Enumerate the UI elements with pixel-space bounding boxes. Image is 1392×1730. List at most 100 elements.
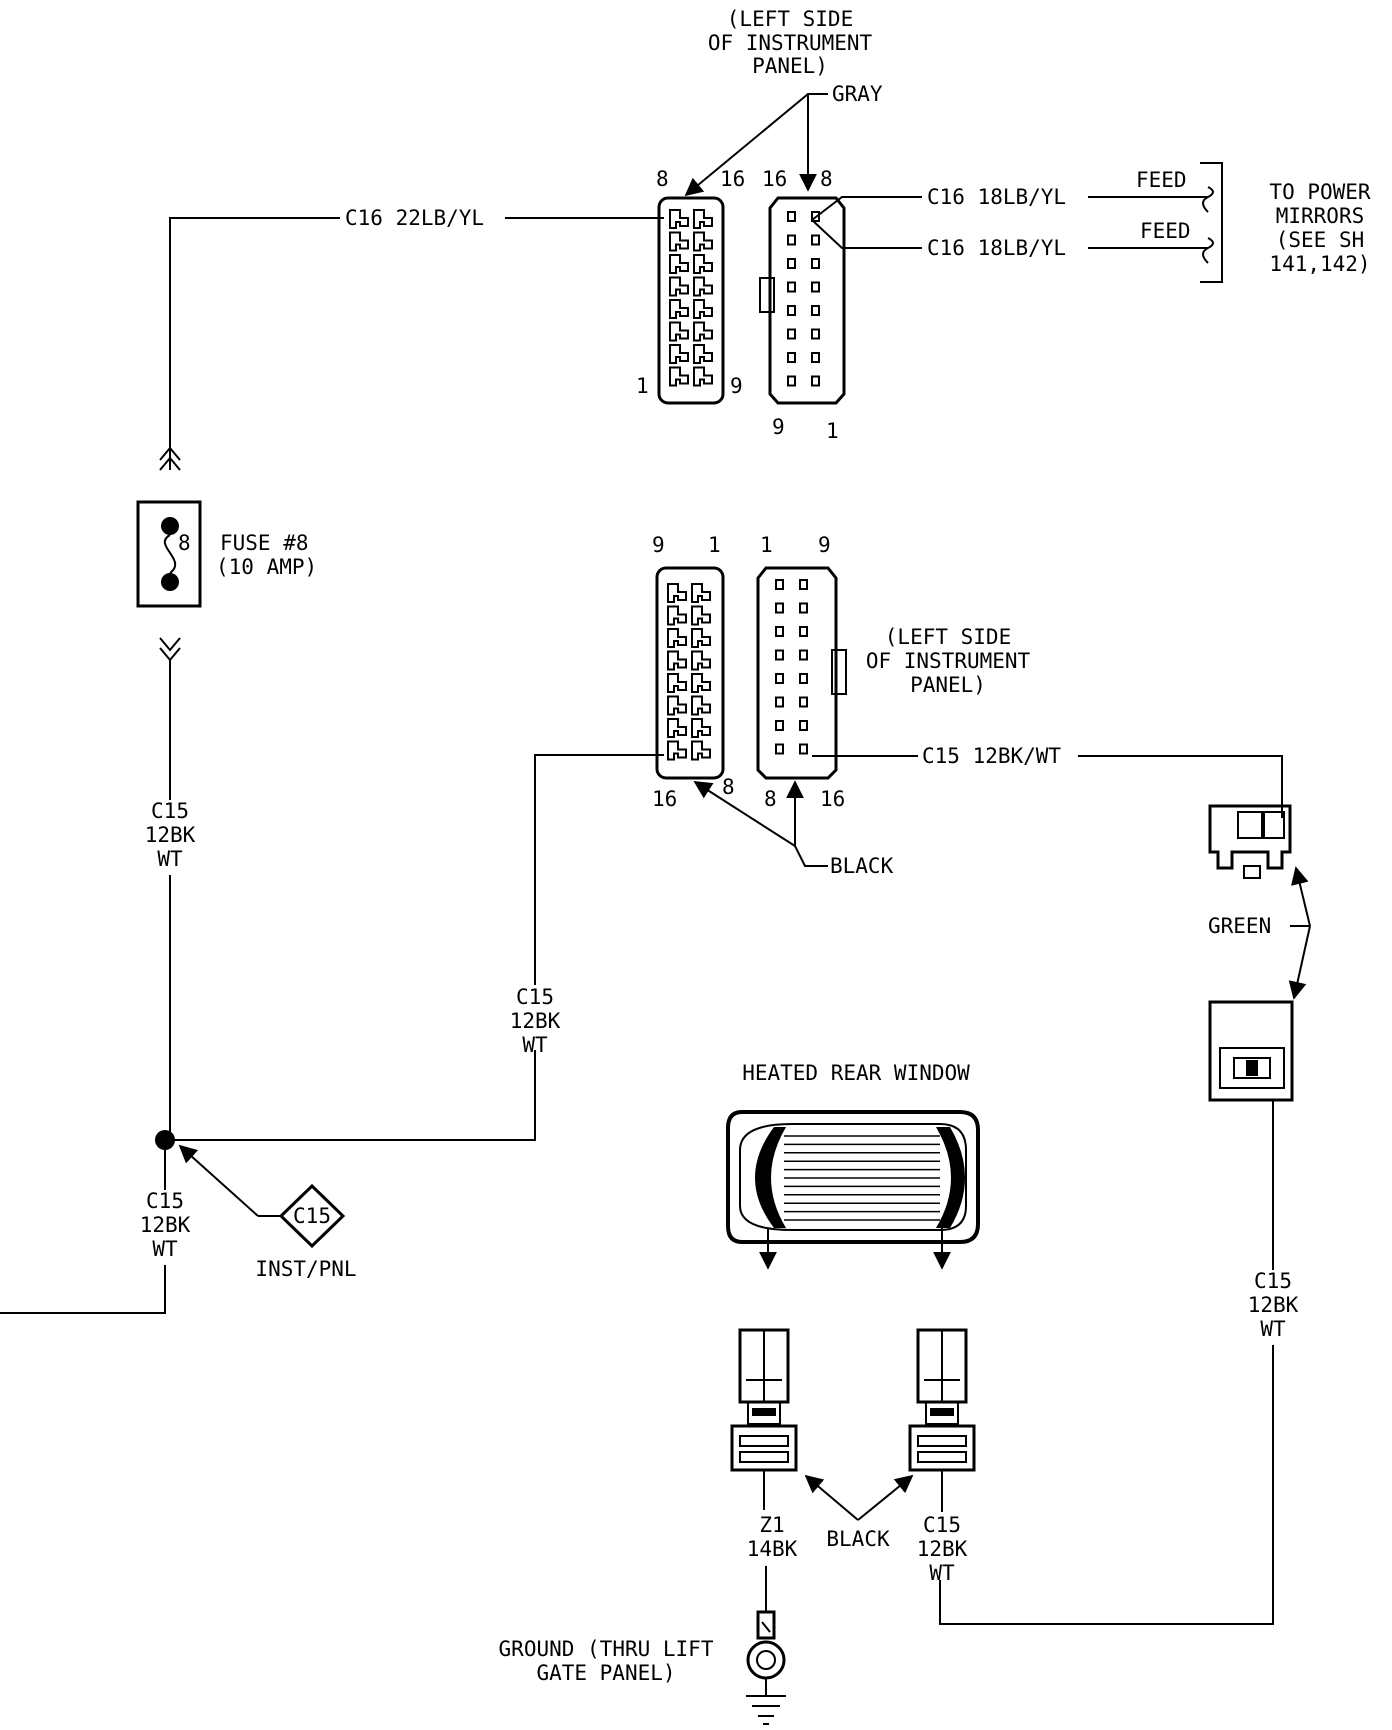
female-pin-cavity xyxy=(669,276,689,297)
gray-color-label: GRAY xyxy=(832,82,883,106)
female-pin-cavity xyxy=(691,695,711,716)
fuse-number: 8 xyxy=(178,531,191,555)
female-pin-cavity xyxy=(669,344,689,364)
female-pin-cavity xyxy=(669,254,689,274)
c15-mid-label-1: C15 xyxy=(516,985,554,1009)
male-pin xyxy=(799,673,808,684)
black-male-pin-bl: 8 xyxy=(764,787,777,811)
rear-right-plug-detail xyxy=(924,1330,960,1402)
male-pin xyxy=(787,328,796,340)
black-location-line-1: (LEFT SIDE xyxy=(885,625,1011,649)
female-pin-cavity xyxy=(691,673,711,693)
green-upper-terminal-left xyxy=(1237,811,1263,839)
rear-window-frame xyxy=(726,1110,980,1244)
black-male-latch xyxy=(831,649,847,695)
fuse-terminal-bottom xyxy=(161,573,179,591)
c15-bottom-label-3: WT xyxy=(929,1561,955,1585)
black-color-label: BLACK xyxy=(830,854,894,878)
splice-location: INST/PNL xyxy=(255,1257,356,1281)
power-mirrors-bracket xyxy=(1200,162,1223,283)
rear-left-plug-lower xyxy=(730,1424,798,1472)
female-pin-cavity xyxy=(667,673,687,693)
fuse-label-line-2: (10 AMP) xyxy=(216,555,317,579)
splice-c15: C15 INST/PNL xyxy=(178,1144,357,1281)
c16-out-2-label: C16 18LB/YL xyxy=(927,236,1066,260)
male-pin xyxy=(775,743,784,755)
black-leader-male xyxy=(786,780,828,867)
green-upper-tab xyxy=(1243,865,1261,879)
rear-window-connector-right xyxy=(908,1328,976,1472)
female-pin-cavity xyxy=(693,209,713,229)
black-male-pin-tl: 1 xyxy=(760,533,773,557)
female-pin-cavity xyxy=(693,321,713,342)
black-male-pin-tr: 9 xyxy=(818,533,831,557)
ground: GROUND (THRU LIFT GATE PANEL) xyxy=(499,1610,786,1725)
ground-eyelet-ring xyxy=(746,1640,786,1680)
female-pin-cavity xyxy=(667,583,687,603)
black-female-pin-br: 8 xyxy=(722,775,735,799)
ground-label-line-2: GATE PANEL) xyxy=(536,1661,675,1685)
male-pin xyxy=(787,281,796,293)
black-connector: 9 1 16 8 1 9 8 16 (LEFT SIDE OF INSTRUME… xyxy=(652,533,1031,878)
green-lower-pin xyxy=(1246,1060,1258,1076)
female-pin-cavity xyxy=(667,740,687,761)
male-pin xyxy=(775,720,784,731)
male-pin xyxy=(787,305,796,316)
female-pin-cavity xyxy=(691,583,711,603)
female-pin-cavity xyxy=(669,366,689,387)
green-connector: GREEN xyxy=(1208,804,1311,1102)
black-male-pin-br: 16 xyxy=(820,787,845,811)
c15-black-out-wire-right xyxy=(1078,755,1283,818)
green-lower-housing xyxy=(1208,1000,1294,1102)
gray-female-pin-tl: 8 xyxy=(656,167,669,191)
male-pin xyxy=(811,352,820,363)
c15-mid-wire-upper xyxy=(534,754,664,985)
rear-black-label: BLACK xyxy=(826,1527,890,1551)
gray-location-line-3: PANEL) xyxy=(752,54,828,78)
gray-connector: (LEFT SIDE OF INSTRUMENT PANEL) GRAY 8 1… xyxy=(636,7,883,443)
male-pin xyxy=(787,352,796,363)
gray-female-pin-grid xyxy=(669,209,713,387)
gray-location-line-2: OF INSTRUMENT xyxy=(708,31,873,55)
c15-fuse-label-1: C15 xyxy=(151,799,189,823)
male-pin xyxy=(787,375,796,387)
rear-right-plug-slots xyxy=(917,1435,967,1463)
female-pin-cavity xyxy=(691,605,711,626)
female-pin-cavity xyxy=(693,231,713,252)
rear-right-plug-lock xyxy=(930,1408,954,1416)
male-pin xyxy=(799,696,808,708)
c15-left-low-wire-lower xyxy=(0,1265,166,1314)
c15-fuse-label-2: 12BK xyxy=(145,823,196,847)
rear-left-plug-slots xyxy=(739,1435,789,1463)
ground-eyelet-neck xyxy=(756,1610,776,1640)
c15-right-label-2: 12BK xyxy=(1248,1293,1299,1317)
gray-male-pin-bl: 9 xyxy=(772,415,785,439)
male-pin xyxy=(799,720,808,731)
female-pin-cavity xyxy=(691,740,711,761)
gray-female-pin-bl: 1 xyxy=(636,374,649,398)
feed-2-break xyxy=(1202,237,1214,264)
male-pin xyxy=(799,649,808,661)
green-leader-down xyxy=(1288,925,1311,1000)
feed-2-label: FEED xyxy=(1140,219,1191,243)
male-pin xyxy=(787,258,796,269)
fuse-8: 8 FUSE #8 (10 AMP) xyxy=(136,446,317,662)
male-pin xyxy=(775,579,784,590)
z1-label-2: 14BK xyxy=(747,1537,798,1561)
feed-1-label: FEED xyxy=(1136,168,1187,192)
ground-eyelet-hole xyxy=(756,1650,776,1670)
c15-right-label-3: WT xyxy=(1260,1317,1286,1341)
heated-rear-window-title: HEATED REAR WINDOW xyxy=(742,1061,970,1085)
black-female-pin-grid xyxy=(667,583,711,761)
female-pin-cavity xyxy=(669,321,689,342)
c16-input-label: C16 22LB/YL xyxy=(345,206,484,230)
c15-left-low-label-3: WT xyxy=(152,1237,178,1261)
gray-location-line-1: (LEFT SIDE xyxy=(727,7,853,31)
rear-window-heater-grid xyxy=(784,1135,940,1221)
black-female-housing xyxy=(655,566,725,780)
gray-female-pin-br: 9 xyxy=(730,374,743,398)
male-pin xyxy=(811,305,820,316)
power-mirrors-line-1: TO POWER xyxy=(1269,180,1371,204)
male-pin xyxy=(811,258,820,269)
